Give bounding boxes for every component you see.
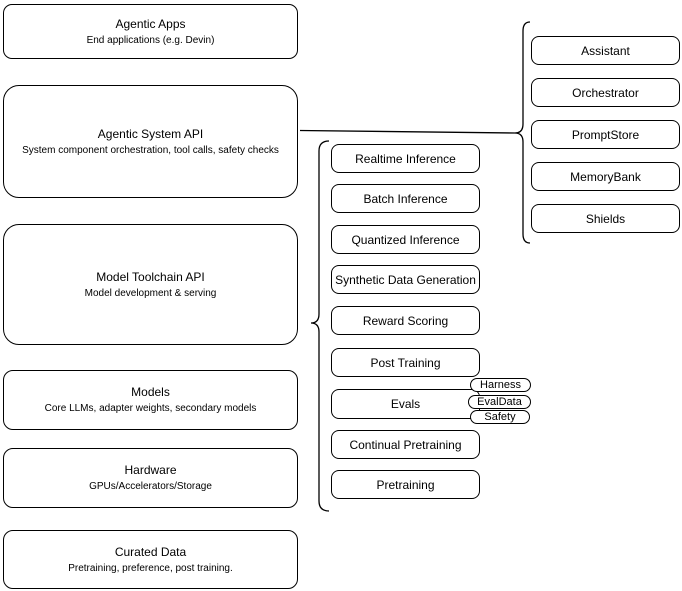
agentic-system-api-node: Agentic System API System component orch… bbox=[3, 85, 298, 198]
system-component-promptstore: PromptStore bbox=[531, 120, 680, 149]
toolchain-item-batch-inference: Batch Inference bbox=[331, 184, 480, 213]
system-component-assistant: Assistant bbox=[531, 36, 680, 65]
toolchain-item-quantized-inference: Quantized Inference bbox=[331, 225, 480, 254]
node-label: Quantized Inference bbox=[351, 232, 460, 247]
node-subtitle: Model development & serving bbox=[84, 287, 217, 299]
system-api-connector-line bbox=[299, 129, 516, 134]
system-components-brace bbox=[514, 21, 531, 244]
node-label: Post Training bbox=[370, 355, 441, 370]
toolchain-brace bbox=[310, 140, 330, 512]
toolchain-item-continual-pretraining: Continual Pretraining bbox=[331, 430, 480, 459]
node-subtitle: End applications (e.g. Devin) bbox=[86, 34, 215, 46]
toolchain-item-synthetic-data-generation: Synthetic Data Generation bbox=[331, 265, 480, 294]
node-label: Evals bbox=[390, 397, 421, 411]
node-label: Orchestrator bbox=[572, 85, 639, 100]
system-component-orchestrator: Orchestrator bbox=[531, 78, 680, 107]
node-subtitle: Pretraining, preference, post training. bbox=[68, 562, 233, 574]
node-label: Assistant bbox=[581, 43, 630, 58]
eval-tag-safety: Safety bbox=[470, 410, 530, 424]
system-component-memorybank: MemoryBank bbox=[531, 162, 680, 191]
pill-label: Safety bbox=[484, 411, 516, 423]
system-component-shields: Shields bbox=[531, 204, 680, 233]
node-label: PromptStore bbox=[571, 127, 640, 142]
node-label: Realtime Inference bbox=[355, 151, 456, 166]
node-subtitle: GPUs/Accelerators/Storage bbox=[89, 481, 212, 492]
toolchain-item-realtime-inference: Realtime Inference bbox=[331, 144, 480, 173]
agentic-apps-node: Agentic Apps End applications (e.g. Devi… bbox=[3, 4, 298, 59]
model-toolchain-api-node: Model Toolchain API Model development & … bbox=[3, 224, 298, 345]
node-title: Model Toolchain API bbox=[96, 269, 205, 284]
node-label: Synthetic Data Generation bbox=[335, 272, 476, 287]
node-subtitle: System component orchestration, tool cal… bbox=[22, 144, 279, 156]
eval-tag-harness: Harness bbox=[470, 378, 531, 392]
node-label: Shields bbox=[585, 211, 626, 226]
node-label: Continual Pretraining bbox=[349, 437, 462, 452]
toolchain-item-pretraining: Pretraining bbox=[331, 470, 480, 499]
node-title: Agentic System API bbox=[97, 126, 204, 141]
toolchain-item-reward-scoring: Reward Scoring bbox=[331, 306, 480, 335]
node-title: Hardware bbox=[124, 463, 177, 477]
node-label: Pretraining bbox=[376, 477, 435, 492]
hardware-node: Hardware GPUs/Accelerators/Storage bbox=[3, 448, 298, 508]
pill-label: Harness bbox=[480, 379, 521, 391]
node-title: Models bbox=[131, 385, 170, 399]
toolchain-item-post-training: Post Training bbox=[331, 348, 480, 377]
node-label: Batch Inference bbox=[363, 191, 448, 206]
node-label: MemoryBank bbox=[570, 169, 641, 184]
models-node: Models Core LLMs, adapter weights, secon… bbox=[3, 370, 298, 430]
node-title: Agentic Apps bbox=[115, 16, 186, 31]
curated-data-node: Curated Data Pretraining, preference, po… bbox=[3, 530, 298, 589]
node-subtitle: Core LLMs, adapter weights, secondary mo… bbox=[44, 403, 257, 414]
pill-label: EvalData bbox=[477, 396, 522, 408]
node-title: Curated Data bbox=[114, 544, 187, 559]
node-label: Reward Scoring bbox=[362, 313, 449, 328]
eval-tag-evaldata: EvalData bbox=[468, 395, 531, 409]
toolchain-item-evals: Evals bbox=[331, 389, 480, 419]
